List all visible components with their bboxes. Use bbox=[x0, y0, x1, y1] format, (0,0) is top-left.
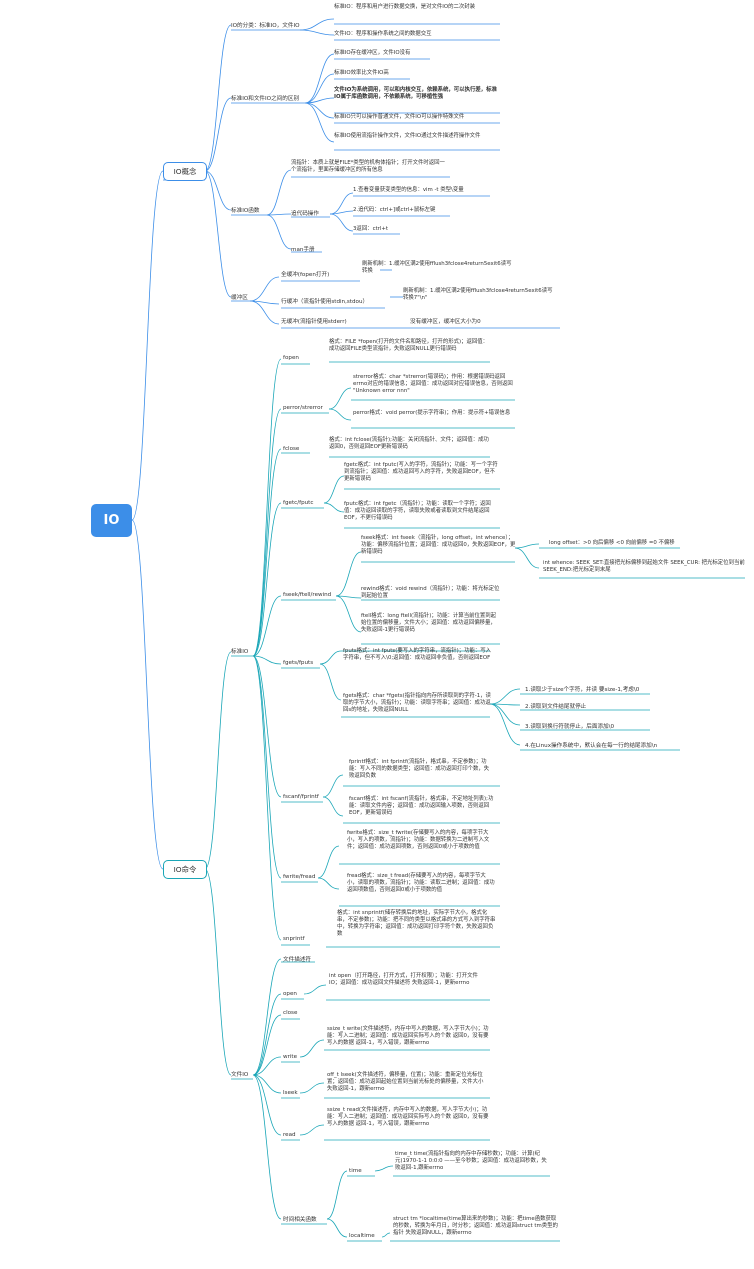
fscanf-node[interactable]: fscanf/fprintf bbox=[283, 794, 319, 800]
trace-step-2[interactable]: 2.追代码：ctrl+]或ctrl+鼠标左键 bbox=[353, 207, 436, 213]
line-buffer-desc[interactable]: 刷新机制：1.缓冲区满2使用fflush3fclose4return5exit6… bbox=[403, 288, 553, 301]
lseek-desc[interactable]: off_t lseek(文件描述符，偏移量，位置)；功能：重新定位光标位置；返回… bbox=[327, 1072, 486, 1092]
io-diff-4[interactable]: 标准IO只可以操作普通文件，文件IO可以操作特殊文件 bbox=[334, 114, 465, 120]
file-descriptor-node[interactable]: 文件描述符 bbox=[283, 957, 311, 963]
fgets-node[interactable]: fgets/fputs bbox=[283, 660, 314, 666]
trace-code-title[interactable]: 追代码操作 bbox=[291, 211, 319, 217]
fgets-note-4[interactable]: 4.在Linux操作系统中，默认会在每一行的结尾添加\n bbox=[525, 743, 658, 749]
std-io-func-title[interactable]: 标准IO函数 bbox=[231, 208, 260, 214]
std-io-desc[interactable]: 标准IO：程序和用户进行数据交换，是对文件IO的二次封装 bbox=[334, 4, 476, 10]
time-node[interactable]: time bbox=[349, 1168, 362, 1174]
no-buffer[interactable]: 无缓冲(流指针使用stderr) bbox=[281, 319, 347, 325]
line-buffer[interactable]: 行缓冲（流指针使用stdin,stdou） bbox=[281, 299, 369, 305]
io-diff-3[interactable]: 文件IO为系统调用，可以和内核交互，依赖系统，可以执行差，标准IO属于库函数调用… bbox=[334, 87, 497, 100]
io-diff-title[interactable]: 标准IO和文件IO之间的区别 bbox=[231, 96, 300, 102]
fputs-desc[interactable]: fputs格式：int fputs(要写入的字符串，流指针)；功能：写入字符串，… bbox=[343, 648, 492, 661]
buffer-title[interactable]: 缓冲区 bbox=[231, 295, 248, 301]
close-node[interactable]: close bbox=[283, 1010, 298, 1016]
trace-step-3[interactable]: 3返回：ctrl+t bbox=[353, 226, 389, 232]
trace-step-1[interactable]: 1.查看变量获变类型的信息：vim -t 类型\变量 bbox=[353, 187, 464, 193]
file-io-label[interactable]: 文件IO bbox=[231, 1072, 249, 1078]
fclose-desc[interactable]: 格式：int fclose(流指针);功能：关闭流指针、文件；返回值：成功返回0… bbox=[329, 437, 489, 450]
time-funcs-node[interactable]: 时间相关函数 bbox=[283, 1217, 317, 1223]
read-node[interactable]: read bbox=[283, 1132, 296, 1138]
stream-pointer-desc[interactable]: 流指针：本质上就是FILE*类型的机构体指针；打开文件时返回一个流指针，里面存储… bbox=[291, 160, 445, 173]
time-desc[interactable]: time_t time(流指针指向的内存中存储秒数)；功能：计算(纪元)1970… bbox=[395, 1151, 547, 1171]
root-node[interactable]: IO bbox=[91, 504, 132, 537]
perror-node[interactable]: perror/strerror bbox=[283, 405, 323, 411]
io-diff-1[interactable]: 标准IO存在缓冲区，文件IO没有 bbox=[334, 50, 411, 56]
offset-desc[interactable]: long offset：>0 向后偏移 <0 向前偏移 =0 不偏移 bbox=[549, 540, 675, 546]
fopen-desc[interactable]: 格式：FILE *fopen(打开的文件名和路径，打开的形式)；返回值：成功返回… bbox=[329, 339, 489, 352]
fseek-node[interactable]: fseek/ftell/rewind bbox=[283, 592, 332, 598]
fclose-node[interactable]: fclose bbox=[283, 446, 300, 452]
ftell-desc[interactable]: ftell格式：long ftell(流指针)；功能：计算当前位置到起始位置的偏… bbox=[361, 613, 497, 633]
write-desc[interactable]: ssize_t write(文件描述符，内存中写入的数据，写入字节大小)；功能：… bbox=[327, 1026, 489, 1046]
fread-desc[interactable]: fread格式：size_t fread(存储要写入的内容，每项字节大小，读取的… bbox=[347, 873, 495, 893]
fseek-desc[interactable]: fseek格式：int fseek（流指针，long offset，int wh… bbox=[361, 535, 516, 555]
write-node[interactable]: write bbox=[283, 1054, 298, 1060]
full-buffer[interactable]: 全缓冲(fopen打开) bbox=[281, 272, 330, 278]
fputc-desc[interactable]: fputc格式：int fgetc（流指针）；功能：读取一个字符；返回值：成功返… bbox=[344, 501, 491, 521]
fwrite-node[interactable]: fwrite/fread bbox=[283, 874, 316, 880]
perror-desc[interactable]: perror格式：void perror(提示字符串)；作用：提示符+错误信息 bbox=[353, 410, 511, 416]
snprintf-desc[interactable]: 格式：int snprintf(储存转换后的地址，实际字节大小，格式化串，不定参… bbox=[337, 910, 496, 937]
rewind-desc[interactable]: rewind格式：void rewind（流指针）；功能：将光标定位到起始位置 bbox=[361, 586, 500, 599]
fwrite-desc[interactable]: fwrite格式：size_t fwrite(存储要写入的内容，每项字节大小，写… bbox=[347, 830, 490, 850]
fgets-note-1[interactable]: 1.读取少于size个字符，并读 要size-1,考虑\0 bbox=[525, 687, 640, 693]
std-io-label[interactable]: 标准IO bbox=[231, 649, 249, 655]
fopen-node[interactable]: fopen bbox=[283, 355, 299, 361]
full-buffer-desc[interactable]: 刷新机制：1.缓冲区满2使用fflush3fclose4return5exit6… bbox=[362, 261, 512, 274]
read-desc[interactable]: ssize_t read(文件描述符，内存中写入的数据，写入字节大小)；功能：写… bbox=[327, 1107, 489, 1127]
fgets-desc[interactable]: fgets格式：char *fgets(指针指向内存所读取到的字符-1，读取的字… bbox=[343, 693, 491, 713]
open-node[interactable]: open bbox=[283, 991, 297, 997]
fscanf-desc[interactable]: fscanf格式：int fscanf(流指针，格式串，不定地址列表);功能：读… bbox=[349, 796, 494, 816]
file-io-desc[interactable]: 文件IO：程序和操作系统之间的数据交互 bbox=[334, 31, 432, 37]
localtime-node[interactable]: localtime bbox=[349, 1233, 375, 1239]
fgets-note-3[interactable]: 3.读取到换行符就停止，后面添加\0 bbox=[525, 724, 615, 730]
io-classification[interactable]: IO的分类：标准IO，文件IO bbox=[231, 23, 300, 29]
snprintf-node[interactable]: snprintf bbox=[283, 936, 305, 942]
whence-desc[interactable]: int whence: SEEK_SET:直接把光标偏移到起始文件 SEEK_C… bbox=[543, 560, 747, 573]
man-page[interactable]: man手册 bbox=[291, 247, 315, 253]
io-diff-2[interactable]: 标准IO效率比文件IO高 bbox=[334, 70, 389, 76]
io-concept-node[interactable]: IO概念 bbox=[163, 162, 207, 181]
fprintf-desc[interactable]: fprintf格式：int fprintf(流指针，格式串，不定参数)；功能：写… bbox=[349, 759, 490, 779]
localtime-desc[interactable]: struct tm *localtime(time算出来的秒数)；功能：把tim… bbox=[393, 1216, 558, 1236]
strerror-desc[interactable]: strerror格式：char *strerror(错误码)；作用：根据错误码返… bbox=[353, 374, 515, 394]
open-desc[interactable]: int open（打开路径，打开方式，打开权限）；功能：打开文件IO；返回值：成… bbox=[329, 973, 478, 986]
io-diff-5[interactable]: 标准IO使用流指针操作文件，文件IO通过文件描述符操作文件 bbox=[334, 133, 481, 139]
lseek-node[interactable]: lseek bbox=[283, 1090, 298, 1096]
io-command-node[interactable]: IO命令 bbox=[163, 860, 207, 879]
no-buffer-desc[interactable]: 没有缓冲区，缓冲区大小为0 bbox=[410, 319, 481, 325]
fgets-note-2[interactable]: 2.读取到文件结尾就停止 bbox=[525, 704, 587, 710]
fgetc-desc[interactable]: fgetc格式：int fputc(写入的字符，流指针)；功能：写一个字符到流指… bbox=[344, 462, 498, 482]
fgetc-node[interactable]: fgetc/fputc bbox=[283, 500, 314, 506]
